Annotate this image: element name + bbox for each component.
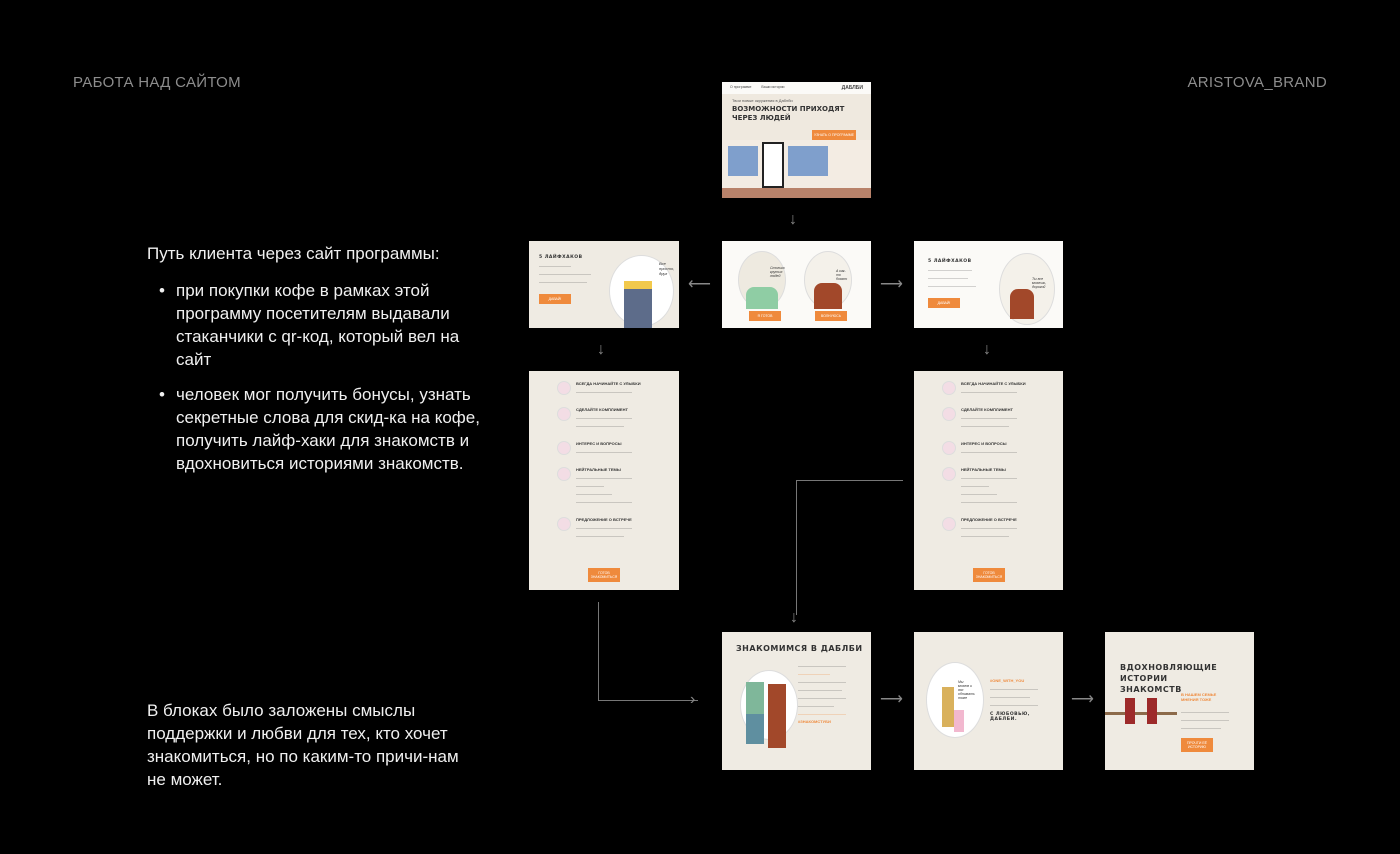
thumb-button: ПРОЧТИ ЕЁ ИСТОРИЮ bbox=[1181, 738, 1213, 752]
hero-kicker: Твои новые окружения в Даблби bbox=[732, 98, 793, 103]
hero-button: УЗНАТЬ О ПРОГРАММЕ bbox=[812, 130, 856, 140]
thumb-title: 5 ЛАЙФХАКОВ bbox=[928, 259, 972, 264]
cafe-illustration bbox=[722, 140, 871, 198]
thumb-button: ГОТОВ ЗНАКОМИТЬСЯ bbox=[588, 568, 620, 582]
lifehacks-left-thumbnail: 5 ЛАЙФХАКОВ ————————————————————————————… bbox=[529, 241, 679, 328]
arrow-left-icon: ⟵ bbox=[688, 276, 711, 293]
tip-title: ВСЕГДА НАЧИНАЙТЕ С УЛЫБКИ bbox=[576, 381, 641, 386]
tip-title: СДЕЛАЙТЕ КОМПЛИМЕНТ bbox=[961, 407, 1013, 412]
fox-illustration bbox=[624, 281, 652, 328]
tip-title: ИНТЕРЕС И ВОПРОСЫ bbox=[576, 441, 622, 446]
speech: Мы можем и вас обнимать тоже bbox=[958, 680, 975, 700]
hashtag: #ONE_WITH_YOU bbox=[990, 678, 1025, 683]
arrow-down-icon: ↓ bbox=[790, 609, 798, 626]
arrow-down-icon: ↓ bbox=[789, 211, 797, 228]
arrow-down-icon: ↓ bbox=[597, 341, 605, 358]
speech: А как-то боязно bbox=[836, 269, 848, 281]
nav-item: Ваши истории bbox=[761, 85, 785, 89]
meet-thumbnail: ЗНАКОМИМСЯ В ДАБЛБИ ————————————————————… bbox=[722, 632, 871, 770]
thumb-title: ЗНАКОМИМСЯ В ДАБЛБИ bbox=[736, 644, 863, 653]
tip-title: ВСЕГДА НАЧИНАЙТЕ С УЛЫБКИ bbox=[961, 381, 1026, 386]
tip-title: НЕЙТРАЛЬНЫЕ ТЕМЫ bbox=[576, 467, 621, 472]
section-title: РАБОТА НАД САЙТОМ bbox=[73, 74, 241, 91]
thumb-button: ДАВАЙ! bbox=[928, 298, 960, 308]
nervous-button: ВОЛНУЮСЬ bbox=[815, 311, 847, 321]
speech: Столько крутых людей bbox=[770, 266, 785, 278]
hashtag: #ЗНАКОМСТУБИ bbox=[798, 719, 831, 724]
intro-text: Путь клиента через сайт программы: при п… bbox=[147, 242, 487, 487]
tip-title: ПРЕДЛОЖЕНИЕ О ВСТРЕЧЕ bbox=[576, 517, 632, 522]
tips-right-thumbnail: ВСЕГДА НАЧИНАЙТЕ С УЛЫБКИ—————————————— … bbox=[914, 371, 1063, 590]
nav-item: О программе bbox=[730, 85, 752, 89]
speech: Все просто, друг bbox=[659, 261, 675, 276]
thumb-button: ГОТОВ ЗНАКОМИТЬСЯ bbox=[973, 568, 1005, 582]
choice-thumbnail: Столько крутых людей А как-то боязно Я Г… bbox=[722, 241, 871, 328]
intro-bullet: человек мог получить бонусы, узнать секр… bbox=[159, 383, 487, 475]
signature: С ЛЮБОВЬЮ, ДАБЛБИ. bbox=[990, 712, 1030, 722]
tips-left-thumbnail: ВСЕГДА НАЧИНАЙТЕ С УЛЫБКИ—————————————— … bbox=[529, 371, 679, 590]
arrow-down-icon: ↓ bbox=[983, 341, 991, 358]
thumb-button: ДАВАЙ! bbox=[539, 294, 571, 304]
thumb-title: ВДОХНОВЛЯЮЩИЕ ИСТОРИИ ЗНАКОМСТВ bbox=[1120, 663, 1218, 694]
intro-bullet: при покупки кофе в рамках этой программу… bbox=[159, 279, 487, 371]
intro-title: Путь клиента через сайт программы: bbox=[147, 244, 440, 263]
outro-text: В блоках было заложены смыслы поддержки … bbox=[147, 701, 459, 789]
arrow-right-icon: › bbox=[690, 691, 696, 708]
connector-line bbox=[796, 480, 903, 481]
hero-title: ВОЗМОЖНОСТИ ПРИХОДЯТ ЧЕРЕЗ ЛЮДЕЙ bbox=[732, 105, 845, 122]
hero-page-thumbnail: О программе Ваши истории ДАБЛБИ Твои нов… bbox=[722, 82, 871, 198]
ready-button: Я ГОТОВ bbox=[749, 311, 781, 321]
arrow-right-icon: ⟶ bbox=[1071, 691, 1094, 708]
arrow-right-icon: ⟶ bbox=[880, 276, 903, 293]
logo: ДАБЛБИ bbox=[841, 85, 863, 91]
speech: Ты все можешь, дорогой bbox=[1032, 277, 1047, 289]
brand-name: ARISTOVA_BRAND bbox=[1187, 74, 1327, 91]
tip-title: НЕЙТРАЛЬНЫЕ ТЕМЫ bbox=[961, 467, 1006, 472]
subtitle: В НАШЕМ СЕМЬЕ МНЕНИЯ ТОЖЕ bbox=[1181, 692, 1217, 702]
love-thumbnail: Мы можем и вас обнимать тоже #ONE_WITH_Y… bbox=[914, 632, 1063, 770]
lifehacks-right-thumbnail: 5 ЛАЙФХАКОВ ————————————————————————————… bbox=[914, 241, 1063, 328]
tip-title: ПРЕДЛОЖЕНИЕ О ВСТРЕЧЕ bbox=[961, 517, 1017, 522]
stories-thumbnail: ВДОХНОВЛЯЮЩИЕ ИСТОРИИ ЗНАКОМСТВ В НАШЕМ … bbox=[1105, 632, 1254, 770]
thumb-title: 5 ЛАЙФХАКОВ bbox=[539, 255, 583, 260]
connector-line bbox=[598, 602, 599, 700]
connector-line bbox=[796, 480, 797, 615]
tip-title: СДЕЛАЙТЕ КОМПЛИМЕНТ bbox=[576, 407, 628, 412]
arrow-right-icon: ⟶ bbox=[880, 691, 903, 708]
tip-title: ИНТЕРЕС И ВОПРОСЫ bbox=[961, 441, 1007, 446]
connector-line bbox=[598, 700, 698, 701]
